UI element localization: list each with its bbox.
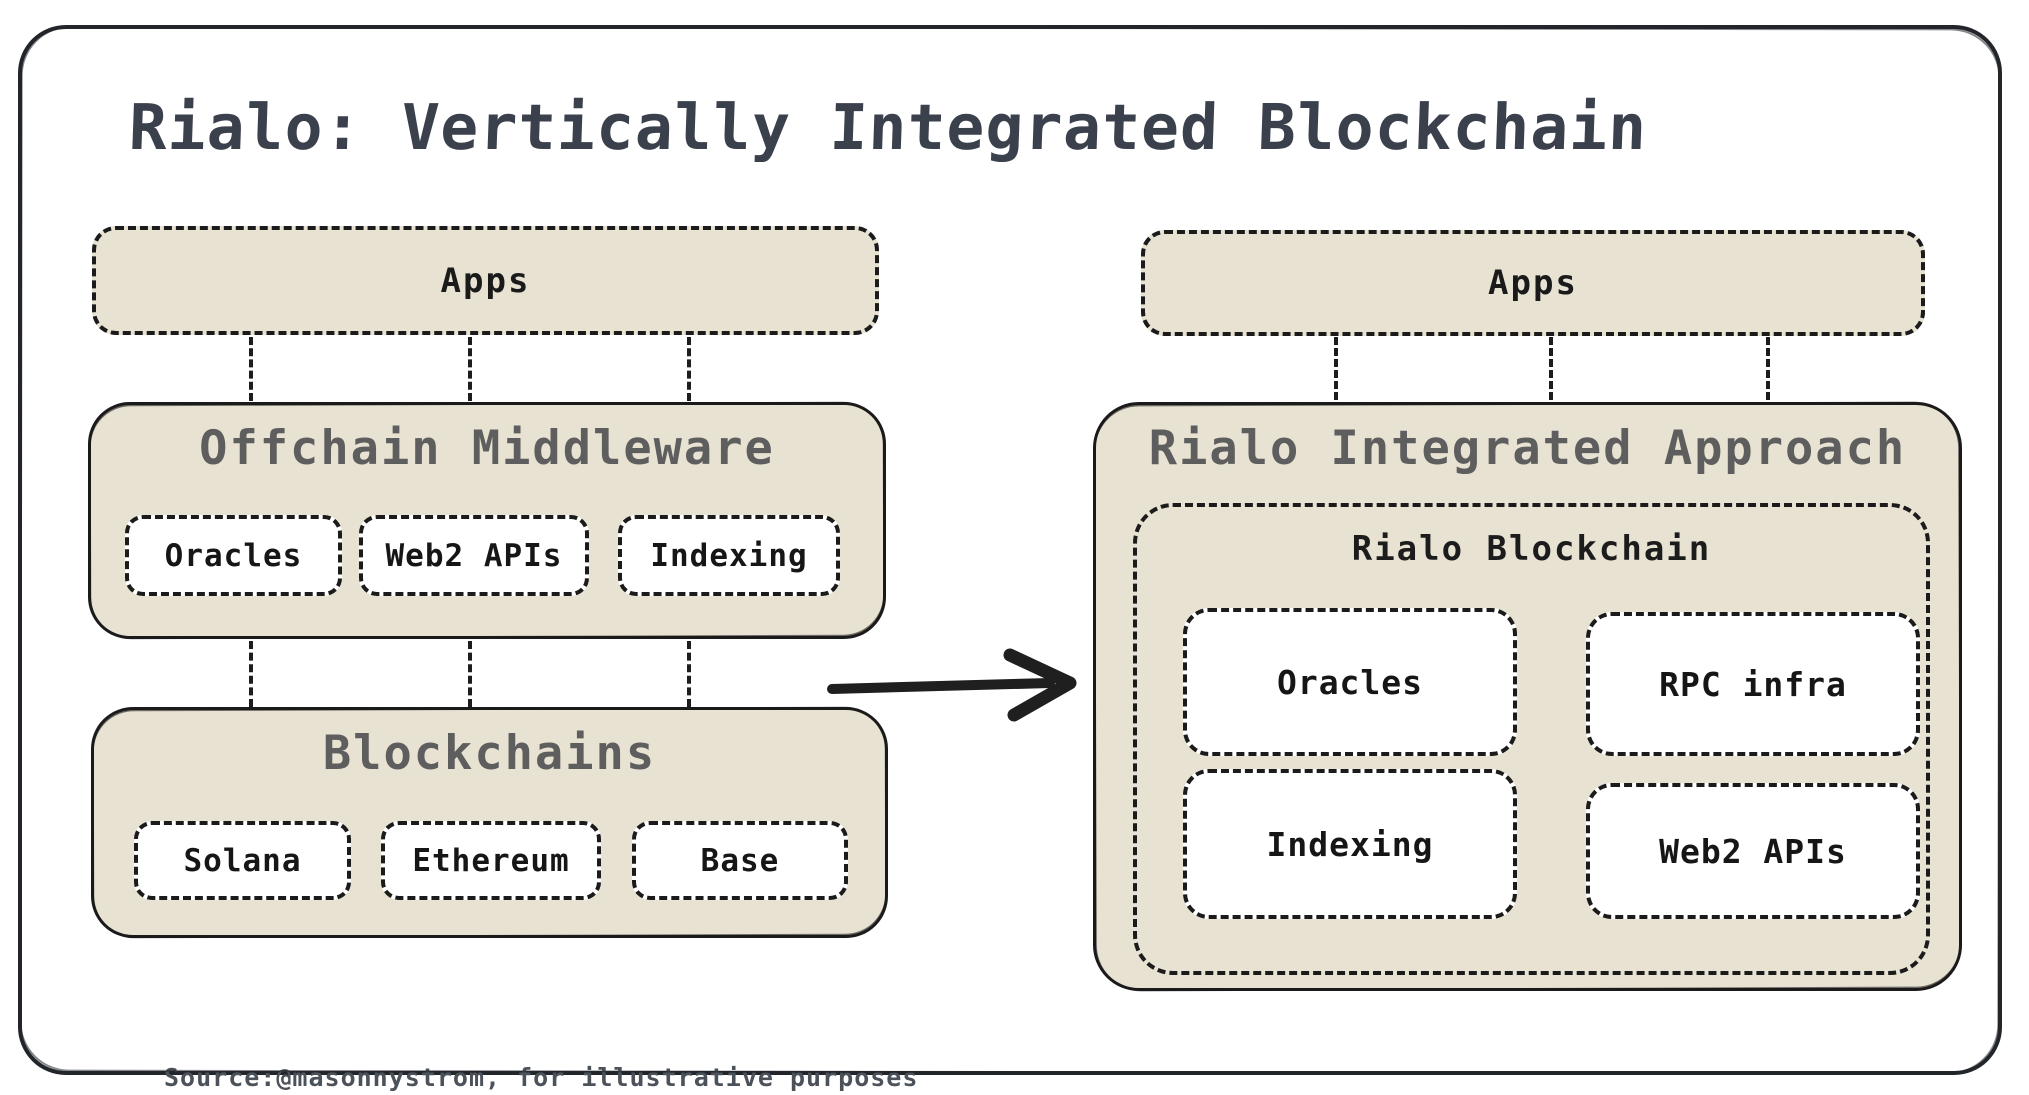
middleware-item-oracles: Oracles [125, 515, 342, 596]
blockchains-title: Blockchains [322, 726, 657, 781]
rialo-blockchain-box: Rialo Blockchain Oracles RPC infra Index… [1133, 503, 1930, 975]
blockchains-item-solana: Solana [134, 821, 351, 900]
rialo-item-web2-apis: Web2 APIs [1586, 783, 1920, 919]
middleware-item-indexing: Indexing [618, 515, 840, 596]
offchain-middleware-title: Offchain Middleware [199, 421, 775, 476]
rialo-item-oracles: Oracles [1183, 608, 1517, 756]
left-apps-label: Apps [440, 260, 531, 301]
dashed-connector [1549, 337, 1553, 400]
rialo-item-rpc-infra: RPC infra [1586, 612, 1920, 756]
rialo-item-indexing: Indexing [1183, 769, 1517, 919]
source-note: Source:@masonnystrom, for illustrative p… [164, 1063, 919, 1092]
dashed-connector [1334, 337, 1338, 400]
offchain-middleware-box: Offchain Middleware Oracles Web2 APIs In… [88, 402, 886, 639]
rialo-integrated-title: Rialo Integrated Approach [1148, 421, 1907, 476]
rialo-blockchain-title: Rialo Blockchain [1351, 529, 1712, 569]
dashed-connector [687, 641, 691, 707]
blockchains-item-ethereum: Ethereum [381, 821, 601, 900]
dashed-connector [468, 641, 472, 707]
blockchains-box: Blockchains Solana Ethereum Base [91, 707, 888, 938]
rialo-integrated-box: Rialo Integrated Approach Rialo Blockcha… [1093, 402, 1962, 991]
right-apps-label: Apps [1488, 263, 1578, 303]
right-apps-box: Apps [1141, 230, 1925, 336]
left-apps-box: Apps [92, 226, 879, 335]
dashed-connector [687, 337, 691, 401]
flow-arrow-icon [827, 648, 1077, 722]
dashed-connector [249, 641, 253, 707]
page-title: Rialo: Vertically Integrated Blockchain [127, 91, 1649, 164]
middleware-item-web2-apis: Web2 APIs [359, 515, 589, 596]
outer-frame: Rialo: Vertically Integrated Blockchain … [18, 25, 2002, 1092]
dashed-connector [249, 337, 253, 401]
dashed-connector [468, 337, 472, 401]
dashed-connector [1766, 337, 1770, 400]
blockchains-item-base: Base [632, 821, 848, 900]
